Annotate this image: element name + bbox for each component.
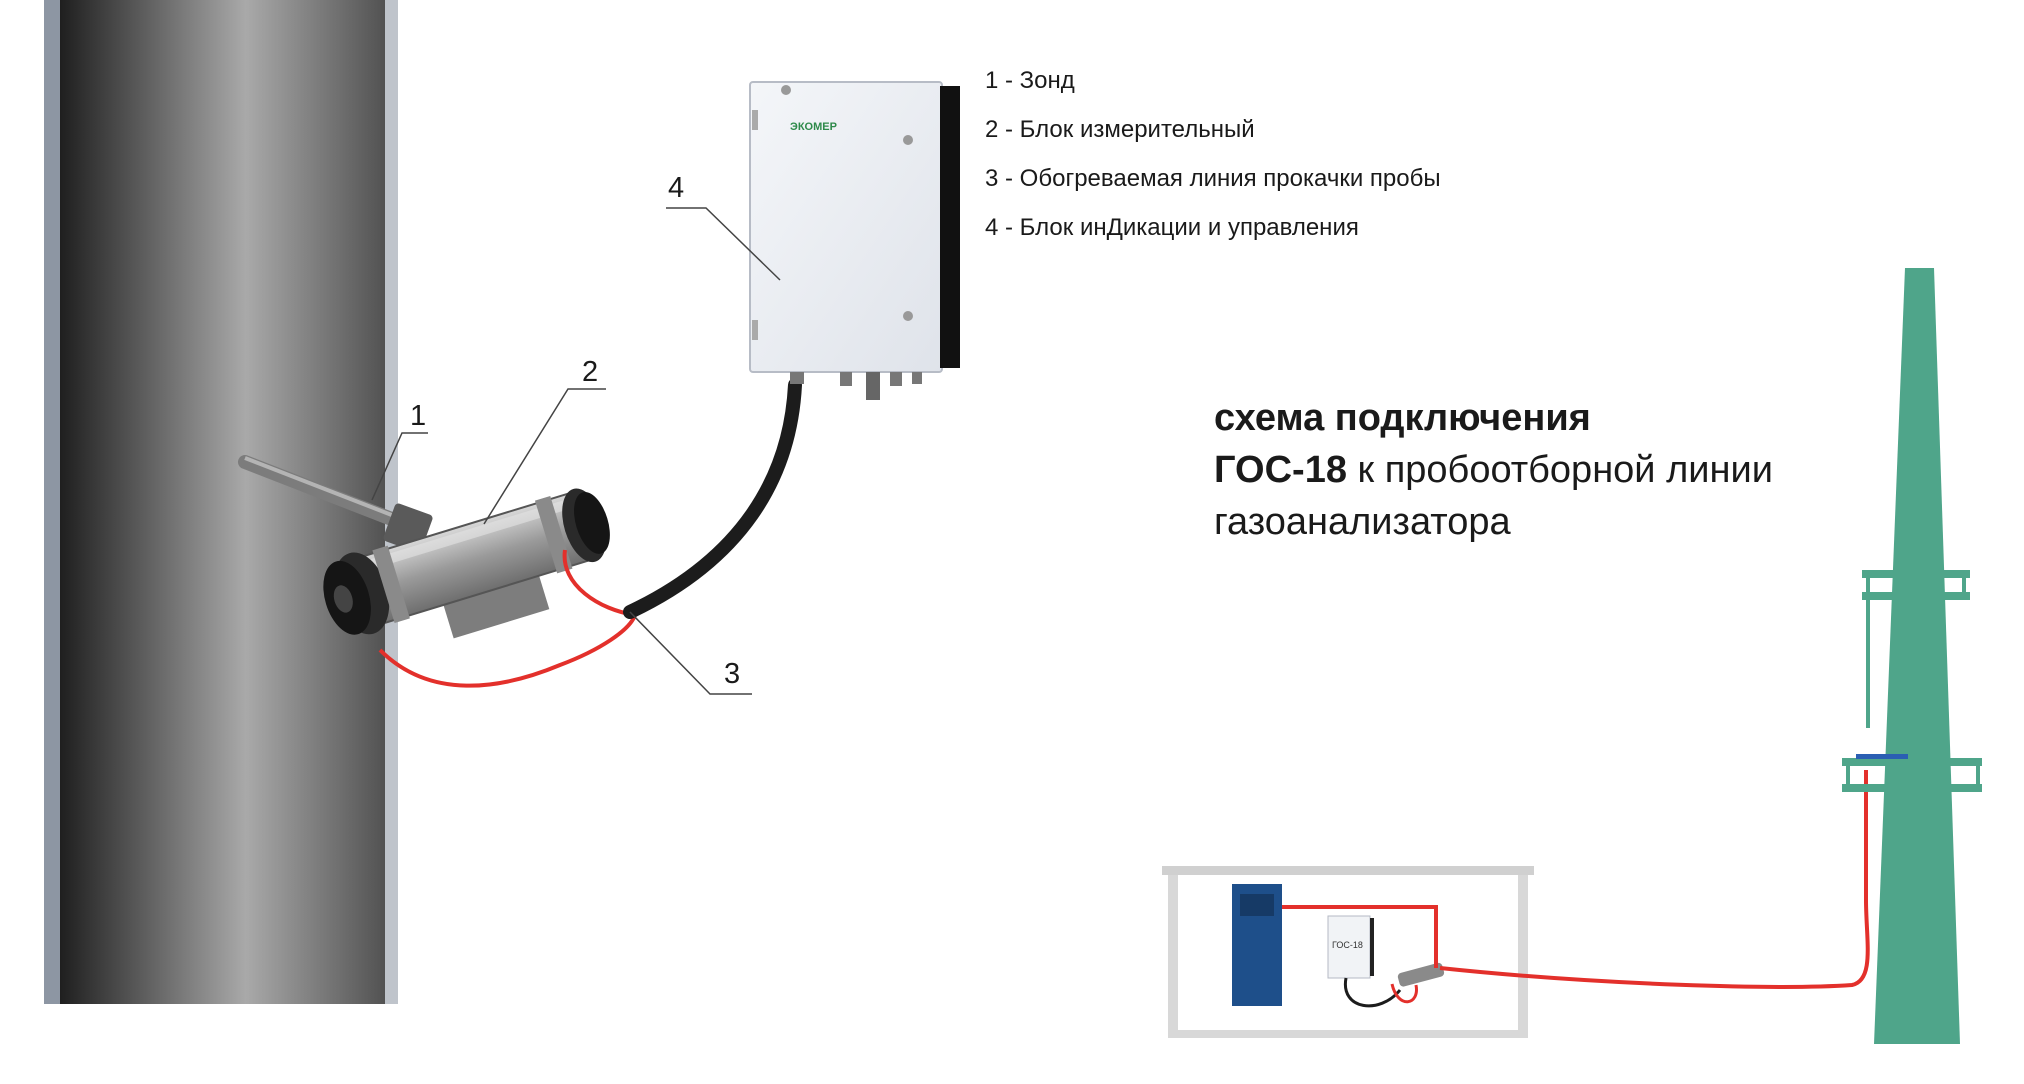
callout-2: 2: [582, 356, 599, 388]
title-line-2: к пробоотборной линии: [1346, 449, 1773, 491]
heated-line-local: [378, 549, 638, 688]
mini-heated-line: [1282, 770, 1870, 989]
callout-leaders: [371, 207, 781, 695]
mini-control-unit: ГОС-18: [1327, 915, 1374, 979]
title-line-3: газоанализатора: [1214, 501, 1511, 543]
overview-scene: ГОС-18: [1162, 770, 1870, 1038]
legend-item-3: 3 - Обогреваемая линия прокачки пробы: [985, 165, 1441, 192]
legend-item-2: 2 - Блок измерительный: [985, 116, 1255, 143]
mini-unit-label: ГОС-18: [1332, 940, 1363, 950]
legend-item-4: 4 - Блок инДикации и управления: [985, 214, 1359, 241]
callout-3: 3: [724, 658, 741, 690]
control-unit: ЭКОМЕР: [749, 81, 960, 400]
callout-4: 4: [668, 172, 685, 204]
analyzer-cabinet: [1232, 884, 1282, 1006]
chimney: [1842, 268, 1982, 1044]
chimney-sampling-port: [1856, 754, 1908, 759]
callout-1: 1: [410, 400, 427, 432]
legend-item-1: 1 - Зонд: [985, 67, 1075, 94]
legend: 1 - Зонд 2 - Блок измерительный 3 - Обог…: [985, 56, 1441, 252]
sample-hose: [623, 378, 802, 619]
diagram-title: схема подключения ГОС-18 к пробоотборной…: [1214, 392, 1773, 548]
title-line-1: схема подключения: [1214, 397, 1591, 439]
brand-logo: ЭКОМЕР: [790, 121, 837, 133]
mini-measuring-unit: [1397, 962, 1445, 987]
title-product: ГОС-18: [1214, 449, 1347, 491]
